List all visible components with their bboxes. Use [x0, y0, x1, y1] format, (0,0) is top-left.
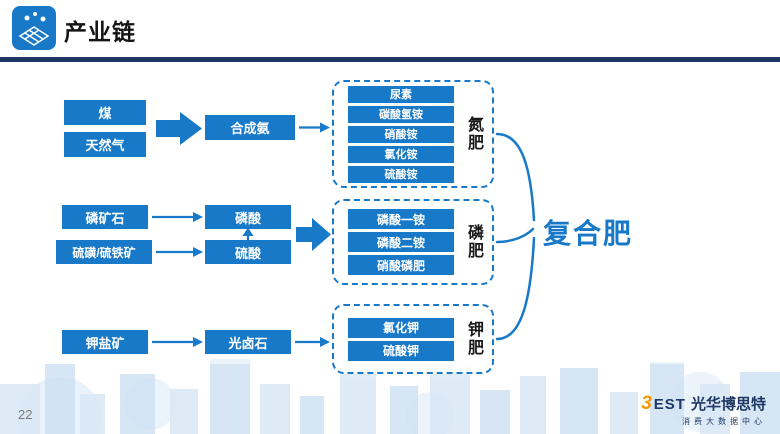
source-box: 天然气 [64, 132, 146, 157]
header: 产业链 [0, 0, 780, 57]
product-group-nitrogen: 尿素 碳酸氢铵 硝酸铵 氯化铵 硫酸铵 氮肥 [332, 80, 494, 188]
chain-product: 硝酸磷肥 [348, 255, 454, 275]
intermediate-box: 磷酸 [205, 205, 291, 229]
product-group-phosphate: 磷酸一铵 磷酸二铵 硝酸磷肥 磷肥 [332, 199, 494, 285]
source-box: 磷矿石 [62, 205, 148, 229]
block-arrow-icon [156, 112, 202, 145]
category-label: 钾肥 [465, 321, 482, 357]
brand-name: 光华博思特 [690, 395, 766, 413]
brand-mark-rest: EST [653, 395, 686, 413]
intermediate-box: 光卤石 [205, 330, 291, 354]
chain-product: 碳酸氢铵 [348, 105, 454, 123]
chain-product: 硫酸铵 [348, 165, 454, 183]
logo-icon [12, 6, 56, 50]
chain-product: 氯化铵 [348, 145, 454, 163]
block-arrow-icon [296, 218, 331, 251]
product-column: 磷酸一铵 磷酸二铵 硝酸磷肥 [334, 201, 454, 283]
product-column: 尿素 碳酸氢铵 硝酸铵 氯化铵 硫酸铵 [334, 82, 454, 186]
product-group-potash: 氯化钾 硫酸钾 钾肥 [332, 304, 494, 374]
arrowhead-icon [193, 247, 203, 257]
brace-to-result [495, 132, 536, 341]
page-title: 产业链 [64, 19, 136, 45]
product-column: 氯化钾 硫酸钾 [334, 306, 454, 372]
intermediate-box: 合成氨 [205, 115, 295, 140]
source-box: 钾盐矿 [62, 330, 148, 354]
source-box: 硫磺/硫铁矿 [56, 240, 152, 264]
page-number: 22 [18, 407, 33, 422]
chain-product: 尿素 [348, 85, 454, 103]
chain-product: 磷酸一铵 [348, 209, 454, 229]
intermediate-box: 硫酸 [205, 240, 291, 264]
category-label: 磷肥 [465, 224, 482, 260]
arrowhead-icon [193, 337, 203, 347]
source-box: 煤 [64, 100, 146, 125]
arrowhead-icon [320, 337, 330, 347]
category-label: 氮肥 [465, 116, 482, 152]
brand-mark-accent: 3 [641, 392, 652, 414]
header-divider [0, 57, 780, 62]
chain-product: 磷酸二铵 [348, 232, 454, 252]
result-label: 复合肥 [543, 218, 634, 249]
arrowhead-icon [320, 122, 330, 133]
brand-subtitle: 消费大数据中心 [682, 416, 766, 426]
chain-product: 硝酸铵 [348, 125, 454, 143]
chain-product: 硫酸钾 [348, 340, 454, 361]
arrowhead-icon [193, 212, 203, 222]
chain-product: 氯化钾 [348, 317, 454, 338]
